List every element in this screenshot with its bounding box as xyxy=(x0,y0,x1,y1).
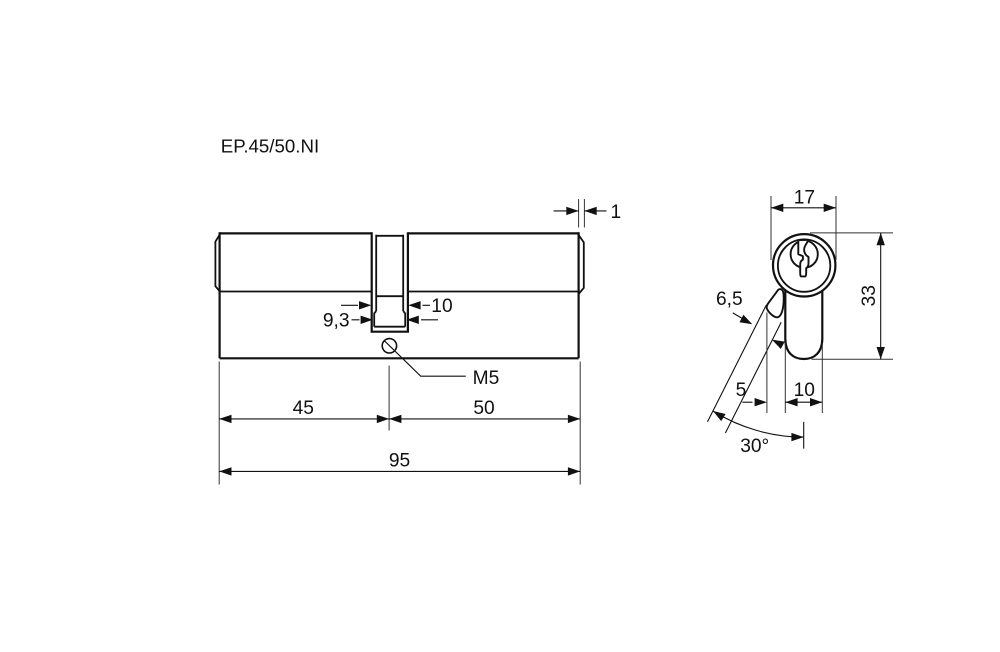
svg-text:95: 95 xyxy=(389,451,410,472)
svg-text:6,5: 6,5 xyxy=(716,289,743,310)
svg-text:17: 17 xyxy=(794,187,815,208)
svg-text:EP.45/50.NI: EP.45/50.NI xyxy=(221,135,319,156)
svg-text:30°: 30° xyxy=(740,436,769,457)
svg-text:M5: M5 xyxy=(473,368,500,389)
svg-text:50: 50 xyxy=(473,398,494,419)
svg-text:33: 33 xyxy=(859,285,880,306)
svg-text:45: 45 xyxy=(293,398,314,419)
svg-text:9,3: 9,3 xyxy=(323,310,350,331)
svg-text:10: 10 xyxy=(794,380,815,401)
svg-text:10: 10 xyxy=(431,296,452,317)
svg-text:1: 1 xyxy=(611,202,622,223)
svg-text:5: 5 xyxy=(736,380,747,401)
